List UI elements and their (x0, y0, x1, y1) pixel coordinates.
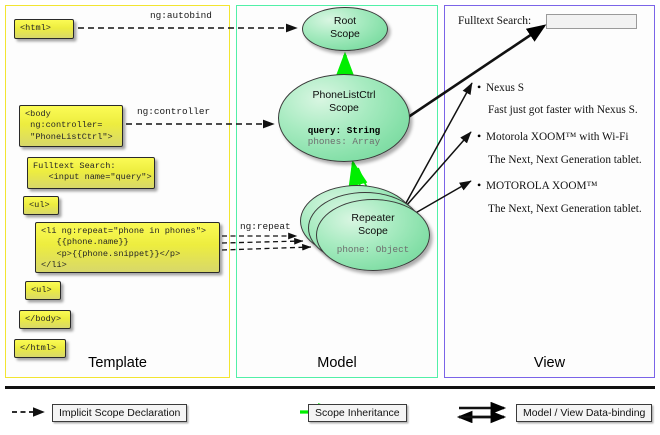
phonelistctrl-scope-prop-phones: phones: Array (307, 136, 381, 148)
repeater-scope-title-line1: Repeater (351, 212, 395, 224)
edge-label-controller: ng:controller (137, 106, 211, 117)
code-box-body-close: </body> (19, 310, 71, 329)
column-label-model: Model (317, 355, 357, 371)
root-scope: Root Scope (302, 7, 388, 51)
code-box-ul-close: <ul> (25, 281, 61, 300)
phonelistctrl-scope: PhoneListCtrl Scope query: String phones… (278, 74, 410, 162)
column-label-view: View (533, 355, 566, 371)
root-scope-title-line1: Root (333, 15, 357, 27)
view-item-snippet-0: Fast just got faster with Nexus S. (488, 104, 638, 116)
root-scope-title-line2: Scope (330, 27, 360, 40)
code-box-html-open: <html> (14, 19, 74, 39)
bullet-icon: • (477, 129, 482, 143)
phonelistctrl-scope-title-line2: Scope (329, 101, 359, 114)
phonelistctrl-scope-prop-query: query: String (307, 124, 381, 136)
view-item-name-2: •MOTOROLA XOOM™ (477, 178, 598, 192)
bullet-icon: • (477, 178, 482, 192)
repeater-scope: Repeater Scope phone: Object (316, 199, 430, 271)
edge-label-repeat: ng:repeat (240, 221, 291, 232)
legend-label-model-view-data-binding: Model / View Data-binding (516, 404, 653, 422)
view-item-name-1: •Motorola XOOM™ with Wi-Fi (477, 129, 629, 143)
legend-label-implicit-scope-declaration: Implicit Scope Declaration (52, 404, 188, 422)
view-item-name-0: •Nexus S (477, 80, 524, 94)
phonelistctrl-scope-title-line1: PhoneListCtrl (312, 89, 376, 101)
view-item-snippet-1: The Next, Next Generation tablet. (488, 154, 642, 166)
column-label-template: Template (88, 355, 147, 371)
repeater-scope-prop-phone: phone: Object (336, 243, 410, 255)
view-search-label: Fulltext Search: (458, 15, 532, 27)
code-box-ul-open: <ul> (23, 196, 59, 215)
code-box-search: Fulltext Search: <input name="query"> (27, 157, 155, 189)
repeater-scope-title-line2: Scope (358, 224, 388, 237)
code-box-li-repeat: <li ng:repeat="phone in phones"> {{phone… (35, 222, 220, 273)
legend-divider (5, 386, 655, 389)
view-item-snippet-2: The Next, Next Generation tablet. (488, 203, 642, 215)
legend-label-scope-inheritance: Scope Inheritance (308, 404, 407, 422)
code-box-body-open: <body ng:controller= "PhoneListCtrl"> (19, 105, 123, 147)
view-search-input[interactable] (546, 14, 637, 29)
code-box-html-close: </html> (14, 339, 66, 358)
bullet-icon: • (477, 80, 482, 94)
edge-label-autobind: ng:autobind (150, 10, 212, 21)
